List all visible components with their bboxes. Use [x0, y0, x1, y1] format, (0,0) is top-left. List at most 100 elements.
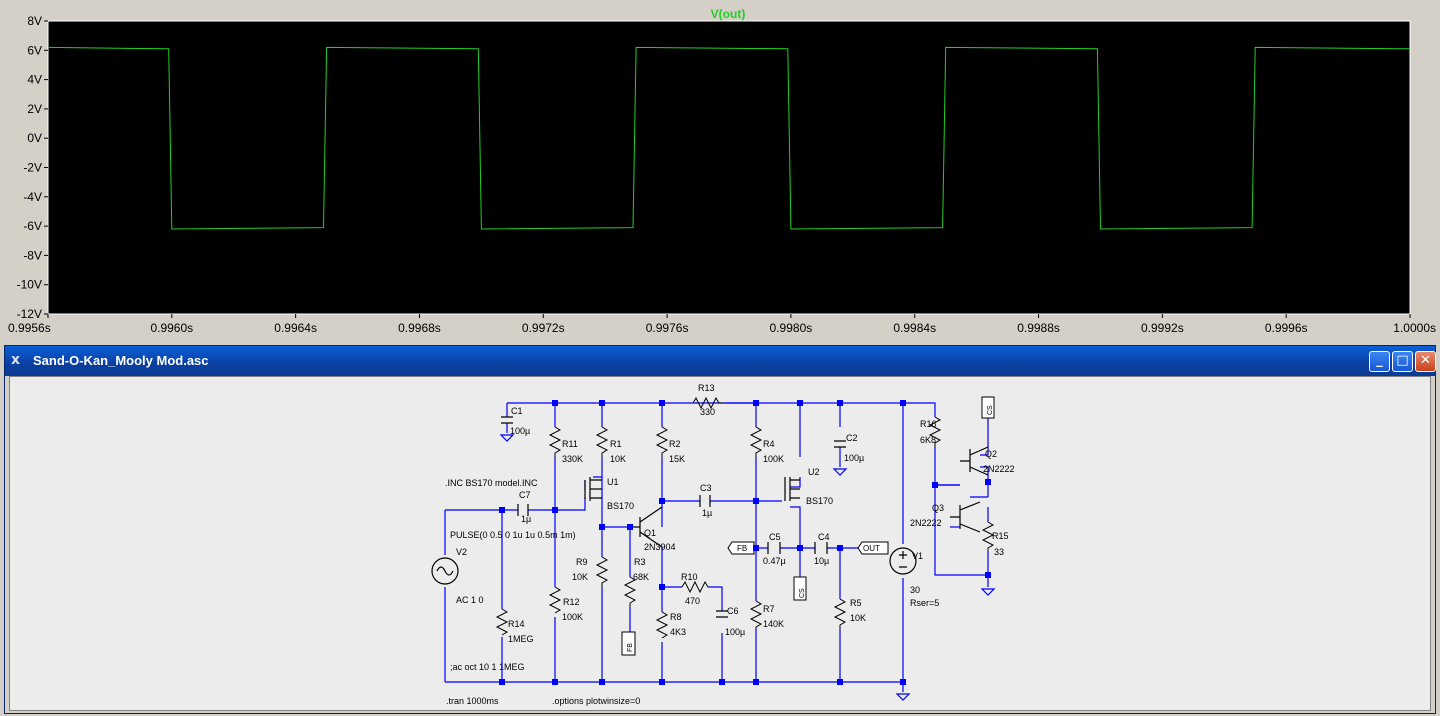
label-r14: R14 — [508, 619, 525, 629]
label-c5: C5 — [769, 532, 781, 542]
x-tick-label: 0.9984s — [893, 321, 936, 335]
value-r15: 33 — [994, 547, 1004, 557]
trace-line-vout — [47, 46, 1410, 230]
y-tick-label: 4V — [27, 73, 42, 87]
junction-dots — [499, 400, 991, 685]
y-tick-label: 0V — [27, 131, 42, 145]
value-r1: 10K — [610, 454, 626, 464]
value-v2-ac: AC 1 0 — [456, 595, 484, 605]
value-r9: 10K — [572, 572, 588, 582]
schematic-window[interactable]: ⅹ Sand-O-Kan_Mooly Mod.asc _ □ ✕ — [4, 345, 1436, 714]
schematic-drawing[interactable]: R13 330 C1 100µ R11 330K R1 10K R2 15K R… — [10, 377, 1430, 710]
net-label-out[interactable]: OUT — [863, 544, 880, 553]
net-label-fb-2[interactable]: FB — [627, 643, 634, 652]
value-v2-pulse: PULSE(0 0.5 0 1u 1u 0.5m 1m) — [450, 530, 576, 540]
label-r5: R5 — [850, 598, 862, 608]
x-tick-label: 0.9996s — [1265, 321, 1308, 335]
maximize-button[interactable]: □ — [1392, 351, 1413, 372]
value-r3: 68K — [633, 572, 649, 582]
label-r11: R11 — [562, 439, 578, 449]
y-tick-label: -4V — [23, 190, 42, 204]
resistors — [495, 396, 995, 639]
y-tick-label: 8V — [27, 14, 42, 28]
wires — [444, 402, 989, 692]
directive-ac-oct[interactable]: ;ac oct 10 1 1MEG — [450, 662, 525, 672]
x-tick-label: 0.9976s — [646, 321, 689, 335]
label-r8: R8 — [670, 612, 682, 622]
value-q3: 2N2222 — [910, 518, 942, 528]
directive-inc[interactable]: .INC BS170 model.INC — [445, 478, 538, 488]
window-titlebar[interactable]: ⅹ Sand-O-Kan_Mooly Mod.asc _ □ ✕ — [5, 346, 1436, 376]
label-r15: R15 — [992, 531, 1009, 541]
value-q2: 2N2222 — [983, 464, 1015, 474]
label-r2: R2 — [669, 439, 681, 449]
y-tick-label: 6V — [27, 43, 42, 57]
value-u2: BS170 — [806, 496, 833, 506]
value-c3: 1µ — [702, 508, 712, 518]
label-c2: C2 — [846, 433, 858, 443]
trace-label[interactable]: V(out) — [711, 7, 746, 21]
x-tick-label: 0.9992s — [1141, 321, 1184, 335]
label-u2: U2 — [808, 467, 820, 477]
value-c4: 10µ — [814, 556, 829, 566]
ltspice-icon: ⅹ — [11, 352, 21, 368]
value-r4: 100K — [763, 454, 784, 464]
label-c1: C1 — [511, 406, 523, 416]
label-c4: C4 — [818, 532, 830, 542]
x-tick-label: 0.9972s — [522, 321, 565, 335]
y-tick-label: -2V — [23, 161, 42, 175]
label-c3: C3 — [700, 483, 712, 493]
plot-area[interactable] — [47, 20, 1411, 315]
value-r12: 100K — [562, 612, 583, 622]
minimize-button[interactable]: _ — [1369, 351, 1390, 372]
y-tick-label: -6V — [23, 219, 42, 233]
capacitors — [501, 416, 846, 618]
value-r11: 330K — [562, 454, 583, 464]
directive-options[interactable]: .options plotwinsize=0 — [552, 696, 640, 706]
label-q1: Q1 — [644, 528, 656, 538]
schematic-canvas[interactable]: R13 330 C1 100µ R11 330K R1 10K R2 15K R… — [9, 376, 1431, 711]
y-tick-label: -8V — [23, 248, 42, 262]
label-v2: V2 — [456, 547, 467, 557]
net-label-cs-2[interactable]: CS — [799, 588, 806, 598]
label-r7: R7 — [763, 604, 775, 614]
value-r2: 15K — [669, 454, 685, 464]
directive-tran[interactable]: .tran 1000ms — [446, 696, 499, 706]
x-tick-label: 0.9988s — [1017, 321, 1060, 335]
value-c7: 1µ — [521, 514, 531, 524]
label-u1: U1 — [607, 477, 619, 487]
value-r14: 1MEG — [508, 634, 534, 644]
value-r8: 4K3 — [670, 627, 686, 637]
value-r10: 470 — [685, 596, 700, 606]
label-c7: C7 — [519, 490, 531, 500]
value-q1: 2N3904 — [644, 542, 676, 552]
net-label-shapes — [621, 396, 995, 656]
net-label-cs[interactable]: CS — [987, 405, 994, 415]
window-title: Sand-O-Kan_Mooly Mod.asc — [33, 353, 209, 368]
label-r12: R12 — [563, 597, 580, 607]
label-c6: C6 — [727, 606, 739, 616]
net-label-fb[interactable]: FB — [737, 544, 747, 553]
x-tick-label: 1.0000s — [1393, 321, 1436, 335]
value-r5: 10K — [850, 613, 866, 623]
label-q2: Q2 — [985, 449, 997, 459]
component-labels: R13 330 C1 100µ R11 330K R1 10K R2 15K R… — [445, 383, 1015, 706]
x-tick-label: 0.9968s — [398, 321, 441, 335]
label-r13: R13 — [698, 383, 715, 393]
label-v1: V1 — [912, 551, 923, 561]
label-r9: R9 — [576, 557, 588, 567]
label-r3: R3 — [634, 557, 646, 567]
x-tick-label: 0.9956s — [8, 321, 51, 335]
label-q3: Q3 — [932, 503, 944, 513]
x-tick-label: 0.9964s — [274, 321, 317, 335]
transistors — [584, 446, 989, 548]
value-r7: 140K — [763, 619, 784, 629]
ground-symbols — [499, 434, 996, 701]
close-button[interactable]: ✕ — [1415, 351, 1436, 372]
label-r10: R10 — [681, 572, 698, 582]
label-r1: R1 — [610, 439, 622, 449]
